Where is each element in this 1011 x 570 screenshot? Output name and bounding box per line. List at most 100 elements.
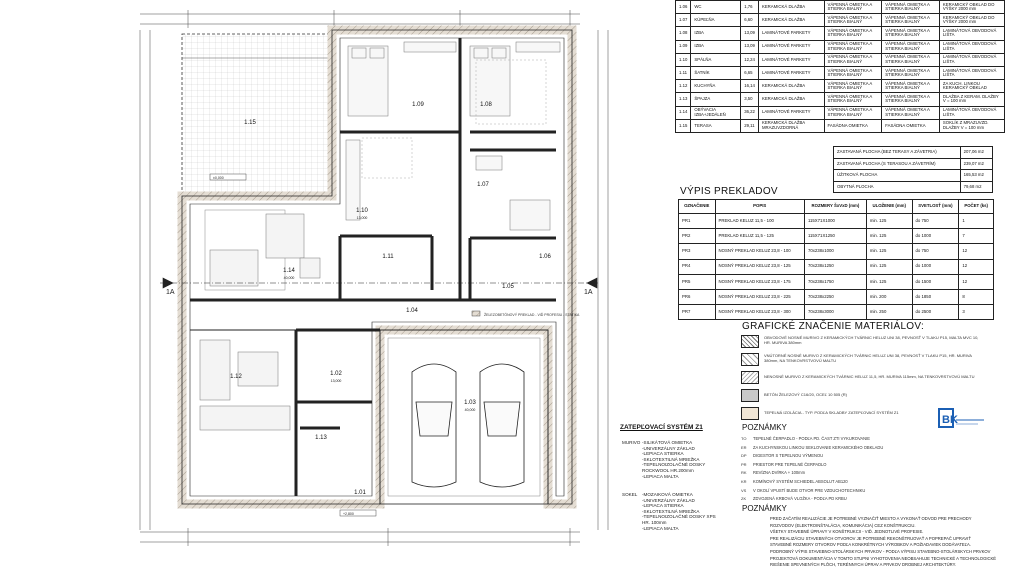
legend-note-text: TEPELNÉ ČERPADLO - PODĽA PD. ČAST ZTI VY… (753, 436, 870, 441)
area-value: 207,06 m2 (959, 146, 994, 159)
rooms-cell-ceiling: VÁPENNÁ OMIETKA A STIERKA BIALNÝ (881, 13, 940, 28)
rooms-cell-ceiling: VÁPENNÁ OMIETKA A STIERKA BIALNÝ (881, 52, 940, 67)
room-label-1-12: 1.12 (230, 374, 242, 380)
legend-note-item: ER ZA KUCHYNSKOU LINKOU SEKLOVANIE KERAMI… (741, 443, 883, 452)
section-mark-right: 1A (584, 289, 593, 296)
legend-note-code: RK (741, 470, 747, 476)
rooms-cell-no: 1.15 (674, 118, 692, 133)
rooms-cell-area: 36,22 (740, 105, 759, 120)
rooms-cell-note: LAMINÁTOVÁ OBVODOVÁ LIŠTA (938, 26, 1006, 41)
rooms-cell-ceiling: VÁPENNÁ OMIETKA A STIERKA BIALNÝ (881, 26, 940, 41)
note-line: PRED ZAČATÍM REALIZÁCIE JE POTREBNÉ VYZN… (770, 516, 972, 521)
lintels-cell: do 750 (911, 243, 960, 260)
legend-note-code: DP (741, 453, 747, 459)
logo-mark: BK (942, 414, 958, 426)
insulation-wall-layers: -SILIKÁTOVÁ OMIETKA-UNIVERZÁLNY ZÁKLAD-L… (642, 440, 705, 479)
legend-note-text: DIGESTOR S TEPELNOU VÝMENOU (753, 453, 824, 459)
wall-layer: ROCKWOOL HR.200mm (642, 467, 694, 473)
rooms-cell-floor: LAMINÁTOVÉ PARKETY (757, 26, 825, 41)
lintels-cell: do 1000 (911, 258, 960, 275)
room-label-1-06: 1.06 (539, 254, 551, 260)
legend-notes-title: POZNÁMKY (742, 423, 787, 432)
material-legend-item: BETÓN ŽELEZOVÝ C16/20, OCEĽ 10 505 (R) (741, 386, 981, 404)
rooms-cell-area: 12,24 (740, 52, 759, 67)
rooms-cell-no: 1.13 (674, 92, 692, 107)
lintels-cell: 12 (958, 258, 994, 275)
rooms-cell-floor: KERAMICKÁ DLAŽBA (757, 13, 825, 28)
legend-note-text: ZA KUCHYNSKOU LINKOU SEKLOVANIE KERAMICK… (753, 444, 884, 450)
room-area-1-02: 13,000 (331, 379, 342, 383)
level-tag-2: +2,800 (343, 512, 354, 516)
area-value: 79,68 m2 (959, 180, 994, 193)
lintels-cell: do 1850 (911, 288, 960, 306)
lintels-cell: min. 125 (865, 273, 913, 290)
sokel-layer: -LEPIACA MALTA (642, 525, 679, 531)
sokel-layer: -TEPELNOIZOLAČNÉ DOSKY XPS (642, 514, 716, 520)
room-area-1-03: 40,000 (465, 408, 476, 412)
room-area-1-10: 13,000 (357, 216, 368, 220)
rooms-cell-name: IZBA (690, 39, 742, 54)
insulation-sokel-label: SOKEL (622, 492, 638, 497)
lintels-cell: do 1500 (911, 273, 960, 290)
insulation-sokel-layers: -MOZAIKOVÁ OMIETKA-UNIVERZÁLNY ZÁKLAD-LE… (642, 492, 716, 531)
sokel-layer: -UNIVERZÁLNY ZÁKLAD (642, 497, 695, 503)
wall-layer: -LEPIACA STIERKA (642, 451, 684, 457)
rooms-cell-ceiling: FASÁDNA OMIETKA (881, 118, 940, 133)
level-tag-1: ±0,000 (213, 176, 224, 180)
rooms-cell-name: IZBA (690, 26, 742, 41)
rooms-cell-name: SPÁLŇA (690, 52, 742, 67)
rooms-cell-floor: KERAMICKÁ DLAŽBA (757, 79, 825, 94)
area-summary-table: ZASTAVANÁ PLOCHA (BEZ TERASY A ZÁVETRIA)… (833, 146, 994, 193)
rooms-cell-name: ŠPAJZA (690, 92, 742, 107)
legend-note-item: ZK ZDVOJENÁ KRBOVÁ VLOŽKA - PODĽA PD KRBU (741, 494, 847, 503)
rooms-cell-wall: VÁPENNÁ OMIETKA A STIERKA BIALNÝ (823, 13, 883, 28)
rooms-cell-wall: VÁPENNÁ OMIETKA A STIERKA BIALNÝ (823, 65, 883, 81)
rooms-cell-ceiling: VÁPENNÁ OMIETKA A STIERKA BIALNÝ (881, 39, 940, 54)
legend-note-text: PRIESTOR PRE TEPELNÉ ČERPADLO (753, 461, 827, 467)
legend-note-item: DP DIGESTOR S TEPELNOU VÝMENOU (741, 451, 823, 460)
rooms-cell-area: 16,14 (740, 79, 759, 94)
wall-layer: -SILIKÁTOVÁ OMIETKA (642, 440, 693, 445)
lintels-cell: min. 250 (865, 304, 913, 321)
wall-layer: -UNIVERZÁLNY ZÁKLAD (642, 445, 695, 451)
room-label-1-01: 1.01 (354, 490, 366, 496)
lintels-header: ULOŽENIE (mm) (865, 199, 913, 214)
material-swatch (741, 406, 759, 420)
insulation-title: ZATEPĽOVACÍ SYSTÉM Z1 (620, 424, 703, 431)
room-label-1-13: 1.13 (315, 435, 327, 441)
lintels-cell: NOSNÝ PREKLAD KELUZ 23,8 - 100 (714, 243, 805, 260)
area-summary-row: ZASTAVANÁ PLOCHA (S TERASOU A ZÁVETRÍM)2… (833, 157, 994, 170)
legend-note-code: ER (741, 444, 747, 450)
room-label-1-08: 1.08 (480, 102, 492, 108)
lintels-header: SVETLOSŤ (mm) (911, 199, 960, 214)
note-line: PROJEKTOVÁ DOKUMENTÁCIA V TOMTO STUPNI V… (770, 555, 997, 561)
legend-note-text: ZDVOJENÁ KRBOVÁ VLOŽKA - PODĽA PD KRBU (753, 496, 847, 502)
lintels-cell: 3 (958, 304, 994, 321)
lintels-cell: min. 125 (865, 243, 913, 260)
rooms-cell-floor: KERAMICKÁ DLAŽBA (757, 0, 825, 15)
rooms-cell-area: 6,65 (740, 65, 759, 81)
room-label-1-04: 1.04 (406, 308, 418, 314)
rooms-cell-note: KERAMICKÝ OBKLAD DO VÝŠKY 2000 mm (938, 13, 1006, 28)
hatch-note: ŽELEZOBETÓNOVÝ PREKLAD - VIĎ PROFESIU - … (484, 312, 580, 317)
lintels-header: OZNAČENIE (678, 199, 716, 214)
rooms-cell-name: KÚPEĽŇA (690, 13, 742, 28)
lintels-cell: PREKLAD KELUZ 11,5 - 125 (714, 228, 805, 245)
legend-note-code: ZK (741, 496, 747, 502)
rooms-cell-ceiling: VÁPENNÁ OMIETKA A STIERKA BIALNÝ (881, 65, 940, 81)
room-label-1-11: 1.11 (382, 254, 394, 260)
